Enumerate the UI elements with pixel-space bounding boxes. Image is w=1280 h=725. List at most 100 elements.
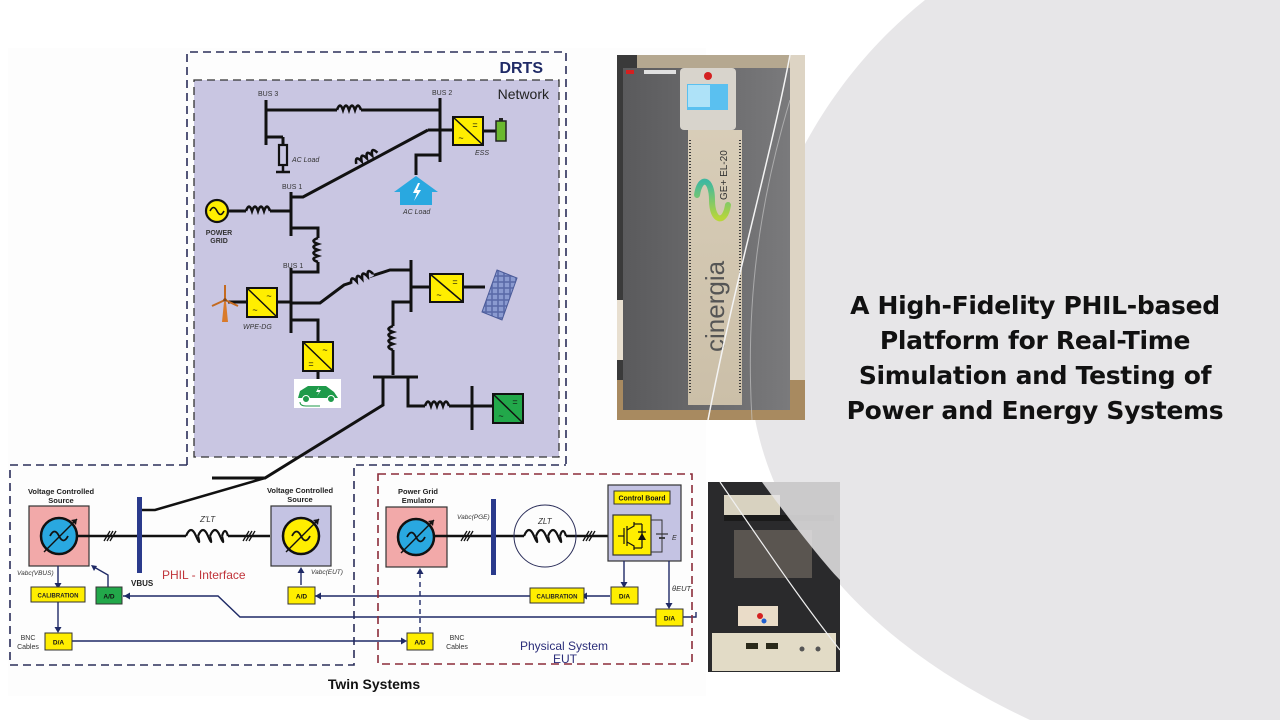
drts-boundary [9, 51, 567, 666]
svg-text:~: ~ [436, 290, 441, 300]
signal-lines-eut [585, 561, 670, 605]
battery-icon [495, 118, 507, 142]
ess-label: ESS [475, 150, 489, 157]
twin-systems-label: Twin Systems [328, 676, 421, 692]
da-block-eut-2: D/A [655, 608, 684, 627]
svg-text:~: ~ [266, 291, 271, 301]
network-inductors [244, 104, 451, 411]
ad-block-eut: A/D [287, 586, 316, 605]
power-grid-source-icon [204, 198, 230, 224]
svg-text:CALIBRATION: CALIBRATION [38, 594, 79, 600]
svg-text:~: ~ [252, 305, 257, 315]
background-arc [749, 0, 1280, 720]
svg-text:=: = [308, 359, 313, 369]
physical-system-label: Physical System [520, 639, 608, 653]
ess-converter: = ~ [452, 116, 484, 146]
emulator-model-text: GE+ EL-20 [719, 150, 730, 200]
ev-converter: ~ = [302, 341, 334, 372]
inductor-lower-right [423, 400, 451, 411]
inductor-bus3-bus2 [335, 104, 363, 115]
svg-text:=: = [472, 120, 477, 130]
svg-text:~: ~ [458, 133, 463, 143]
svg-text:=: = [452, 277, 457, 287]
zlt-circle [513, 504, 577, 568]
title-line-4: Power and Energy Systems [846, 396, 1224, 425]
inductor-bus1-bus1 [312, 236, 323, 264]
vcs-right-label-1: Voltage Controlled [267, 486, 334, 495]
bnc-label-right-1: BNC [450, 635, 465, 642]
inductor-bus1-right [348, 268, 375, 286]
bnc-label-left-1: BNC [21, 635, 36, 642]
signal-arrows-eut [620, 582, 673, 609]
vcs-right-source [270, 505, 332, 567]
power-grid-label-1: POWER [206, 230, 232, 237]
da-block-eut-1: D/A [610, 586, 639, 605]
svg-text:D/A: D/A [664, 616, 676, 623]
wind-turbine-icon [211, 285, 239, 322]
bnc-label-left-2: Cables [17, 644, 39, 651]
bus2-label: BUS 2 [432, 90, 452, 97]
power-grid-label-2: GRID [210, 238, 228, 245]
svg-text:D/A: D/A [53, 640, 65, 647]
wpe-label: WPE-DG [243, 324, 272, 331]
title-line-3: Simulation and Testing of [858, 361, 1212, 390]
svg-text:~: ~ [322, 345, 327, 355]
network-diagram [212, 98, 493, 480]
bus3-label: BUS 3 [258, 91, 278, 98]
ad-block-pge: A/D [406, 632, 434, 651]
bus1-top-label: BUS 1 [282, 184, 302, 191]
vcs-left-label-2: Source [48, 496, 73, 505]
svg-text:A/D: A/D [296, 594, 308, 601]
v-vbus-label: Vabc(VBUS) [17, 570, 54, 577]
svg-text:=: = [512, 397, 517, 407]
calibration-block-eut: CALIBRATION [529, 587, 585, 604]
e-label: E [672, 535, 677, 542]
vbus-to-network-line [142, 476, 266, 512]
house-load-icon [394, 176, 438, 205]
signal-lines-left [57, 566, 697, 642]
emulator-photo: GE+ EL-20 cinergia [617, 54, 805, 421]
svg-text:D/A: D/A [619, 594, 631, 601]
lab-rack-photo [708, 481, 841, 672]
bus1-lower-label: BUS 1 [283, 263, 303, 270]
vbus-bar [137, 497, 142, 573]
pge-bus-bar [491, 499, 496, 575]
svg-text:CALIBRATION: CALIBRATION [537, 595, 578, 601]
bnc-label-right-2: Cables [446, 644, 468, 651]
zlt-prime-label: Z'LT [199, 515, 216, 524]
physical-system-boundary [377, 473, 693, 665]
green-converter: = ~ [492, 393, 524, 424]
zlt-label: ZLT [537, 517, 553, 526]
ac-load-resistor [276, 143, 290, 174]
pge-label-1: Power Grid [398, 487, 438, 496]
signal-arrows [54, 565, 587, 645]
inductor-grid [244, 205, 272, 216]
ad-block-green: A/D [95, 586, 123, 605]
vcs-left-label-1: Voltage Controlled [28, 487, 95, 496]
ac-load-label: AC Load [291, 157, 320, 164]
zlt-prime-inductor [184, 528, 230, 544]
inductor-bus1-bus2 [353, 147, 379, 166]
title-line-1: A High-Fidelity PHIL-based [850, 291, 1220, 320]
drts-label: DRTS [499, 60, 543, 77]
vbus-label: VBUS [131, 579, 154, 588]
power-grid-emulator [385, 506, 448, 568]
slide-title: A High-Fidelity PHIL-based Platform for … [845, 288, 1225, 428]
calibration-block-left: CALIBRATION [30, 586, 86, 603]
pge-label-2: Emulator [402, 496, 435, 505]
svg-text:~: ~ [498, 411, 503, 421]
wpe-converter: ~ ~ [246, 287, 278, 318]
network-label: Network [498, 86, 550, 102]
svg-text:A/D: A/D [103, 594, 115, 601]
electric-car-icon [294, 379, 341, 408]
theta-label: θEUT [672, 584, 692, 593]
v-eut-label: Vabc(EUT) [311, 569, 343, 576]
inductor-vertical-lower [387, 324, 398, 352]
svg-text:A/D: A/D [414, 640, 426, 647]
control-board-label: Control Board [618, 496, 665, 503]
pv-converter: = ~ [429, 273, 464, 303]
house-load-label: AC Load [402, 209, 431, 216]
eut-label: EUT [553, 652, 578, 666]
zlt-inductor [522, 528, 568, 544]
